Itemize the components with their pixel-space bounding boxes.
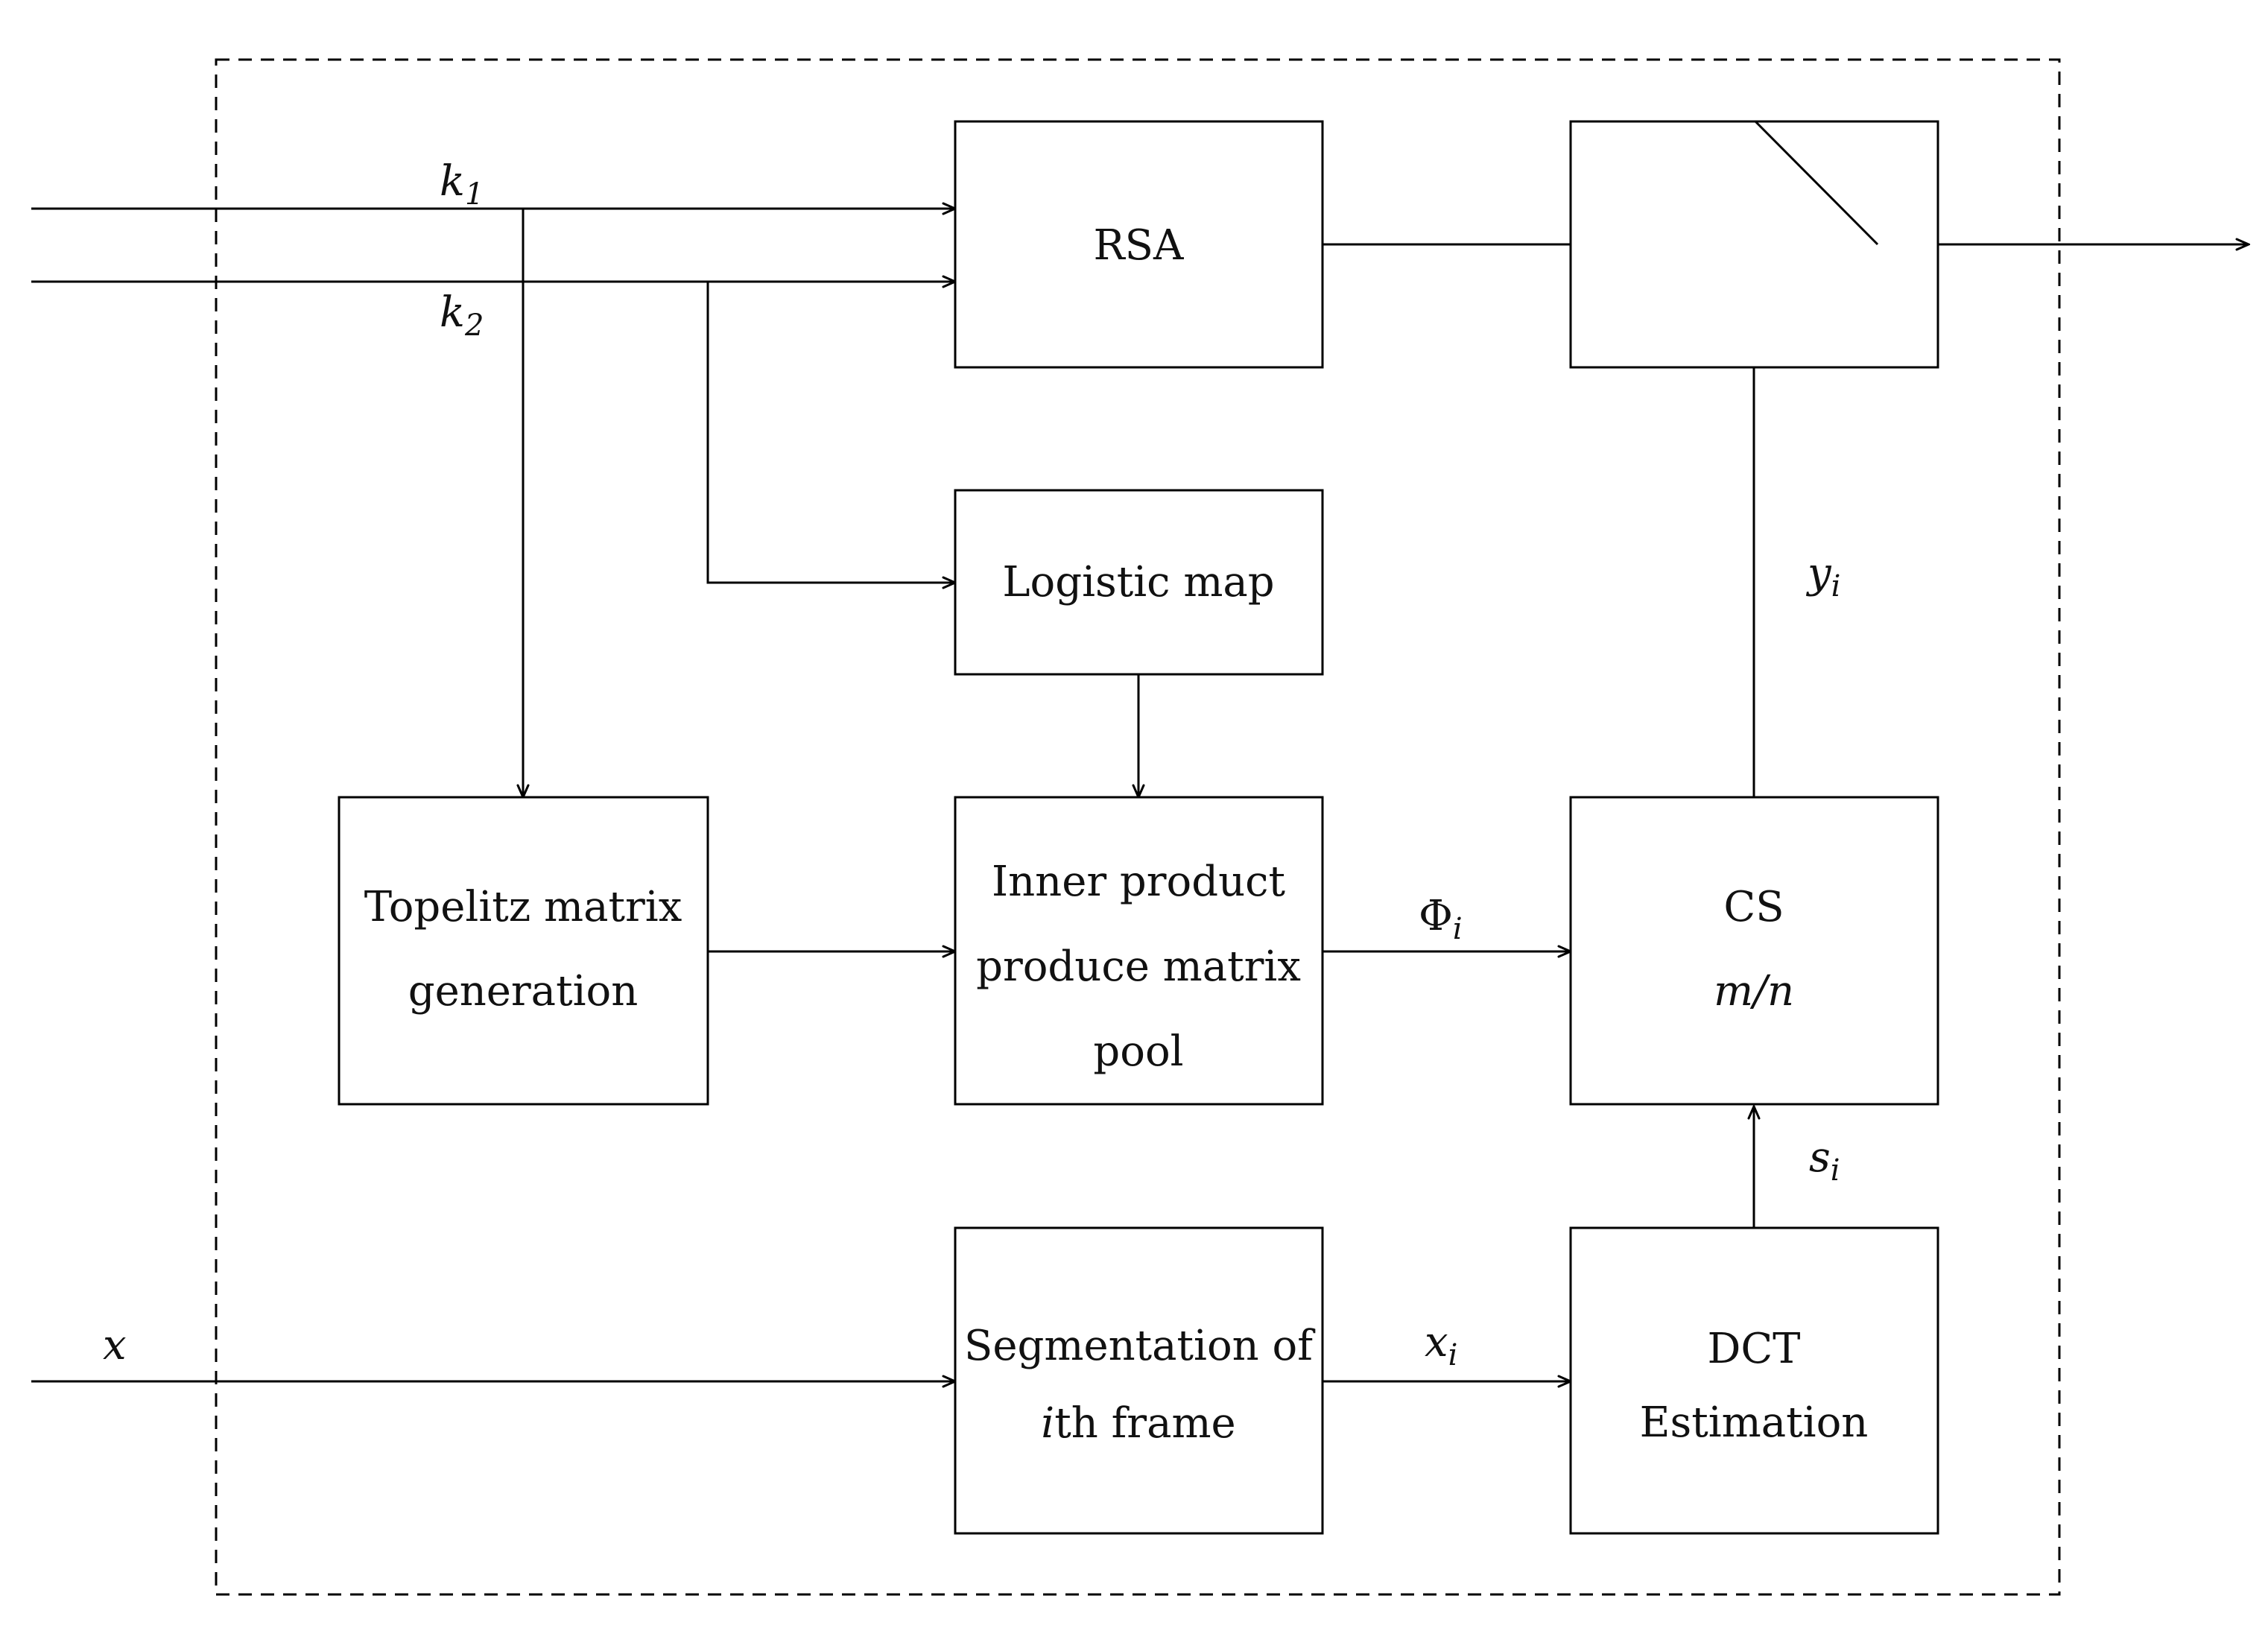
block-inner-line-1: Inner product	[992, 858, 1286, 906]
wire-k2-to-logistic	[706, 282, 955, 583]
block-seg-line-1: Segmentation of	[964, 1322, 1316, 1370]
block-cs-ratio: m/n	[1714, 967, 1794, 1016]
block-inner-line-2: produce matrix	[976, 943, 1301, 991]
block-segmentation: Segmentation of ith frame	[954, 1226, 1324, 1535]
label-k1: k1	[440, 157, 484, 212]
block-seg-index: i	[1041, 1399, 1054, 1448]
block-dct-line-2: Estimation	[1640, 1398, 1869, 1447]
block-inner-product: Inner product produce matrix pool	[954, 796, 1324, 1106]
label-si: si	[1809, 1133, 1840, 1188]
switch-lever	[1754, 120, 1879, 246]
block-dct-line-1: DCT	[1707, 1325, 1800, 1373]
label-x: x	[103, 1321, 127, 1369]
label-k2: k2	[440, 288, 484, 343]
block-inner-line-3: pool	[1093, 1027, 1183, 1076]
label-yi: yi	[1805, 549, 1840, 604]
signal-labels: k1 k2 x xi si yi Φi	[103, 157, 1840, 1372]
block-logistic-label: Logistic map	[1002, 558, 1274, 606]
block-rsa: RSA	[954, 120, 1324, 369]
block-dct: DCT Estimation	[1569, 1226, 1939, 1535]
block-cs-line-1: CS	[1723, 883, 1784, 931]
system-boundary	[215, 58, 2061, 1596]
block-switch	[1569, 120, 1939, 369]
label-xi: xi	[1425, 1318, 1457, 1372]
connections	[31, 209, 2249, 1381]
block-seg-suffix: th frame	[1054, 1399, 1236, 1448]
block-logistic-map: Logistic map	[954, 489, 1324, 676]
block-seg-line-2: ith frame	[1041, 1399, 1235, 1448]
block-cs: CS m/n	[1569, 796, 1939, 1106]
label-phi: Φi	[1419, 892, 1463, 946]
block-toeplitz: Topelitz matrix generation	[338, 796, 709, 1106]
block-toeplitz-line-2: generation	[408, 967, 639, 1016]
block-toeplitz-line-1: Topelitz matrix	[364, 883, 682, 931]
block-rsa-label: RSA	[1094, 221, 1185, 270]
